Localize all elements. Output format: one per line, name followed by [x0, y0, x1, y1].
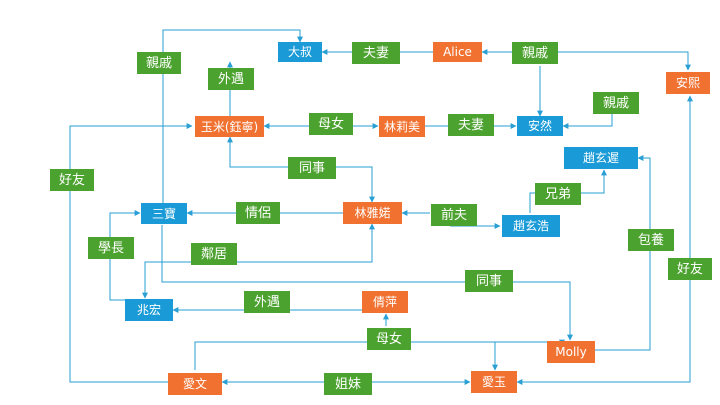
- node-zhaoxuanhao-label: 趙玄浩: [512, 219, 549, 233]
- relation-waiyu-bottom: 外遇: [244, 291, 290, 313]
- node-yumi: 玉米(鈺寧): [195, 116, 264, 137]
- relation-linju: 鄰居: [191, 243, 237, 265]
- relation-fuqi-mid: 夫妻: [448, 114, 494, 136]
- relation-waiyu-top-label: 外遇: [217, 71, 244, 87]
- node-anxi-label: 安熙: [675, 76, 700, 90]
- relation-xiongdi-label: 兄弟: [544, 186, 571, 202]
- relation-xiongdi: 兄弟: [535, 183, 581, 205]
- relation-xuezhang-label: 學長: [97, 240, 124, 256]
- node-linyanuo-label: 林雅婼: [354, 206, 391, 220]
- node-anxi: 安熙: [666, 72, 710, 94]
- node-qianping-label: 倩萍: [372, 295, 397, 309]
- relation-fuqi-mid-label: 夫妻: [457, 117, 484, 133]
- node-aiwen: 愛文: [168, 373, 222, 395]
- relation-tongshi-top: 同事: [288, 157, 336, 179]
- relation-munv-bottom-label: 母女: [375, 331, 402, 347]
- relation-waiyu-bottom-label: 外遇: [253, 294, 280, 310]
- edge-aiyu-anxi: [516, 95, 693, 385]
- relation-xuezhang: 學長: [88, 237, 134, 259]
- node-zhaohong: 兆宏: [125, 299, 173, 321]
- relation-tongshi-top-label: 同事: [298, 160, 325, 176]
- node-yumi-label: 玉米(鈺寧): [200, 119, 259, 134]
- relation-qianfu: 前夫: [431, 204, 477, 226]
- node-sanbao: 三寶: [141, 203, 187, 224]
- node-alice-label: Alice: [443, 45, 472, 59]
- node-linyanuo: 林雅婼: [343, 202, 402, 224]
- relation-qinqi-left-label: 親戚: [145, 55, 172, 71]
- relation-qinglv: 情侶: [236, 202, 280, 224]
- relation-linju-label: 鄰居: [200, 246, 227, 262]
- node-dashu-label: 大叔: [287, 45, 312, 59]
- node-qianping: 倩萍: [362, 291, 408, 313]
- relation-qinglv-label: 情侶: [244, 205, 271, 221]
- relation-qinqi-right-label: 親戚: [602, 95, 629, 111]
- node-sanbao-label: 三寶: [151, 206, 176, 221]
- edge-zhaohong-linyanuo: [142, 223, 375, 299]
- node-anran: 安然: [517, 116, 563, 136]
- relation-fuqi-top: 夫妻: [352, 42, 400, 64]
- relation-tongshi-bottom: 同事: [465, 270, 513, 292]
- relation-qinqi-right: 親戚: [593, 92, 639, 114]
- node-linlimei: 林莉美: [379, 116, 425, 137]
- node-zhaoxuanchi: 趙玄遲: [564, 147, 638, 169]
- relation-munv-bottom: 母女: [367, 328, 411, 350]
- node-aiyu-label: 愛玉: [481, 375, 506, 389]
- node-molly: Molly: [547, 341, 595, 363]
- relation-qianfu-label: 前夫: [440, 207, 467, 223]
- relation-haoyou-left: 好友: [50, 169, 94, 191]
- relation-haoyou-right-label: 好友: [676, 261, 703, 277]
- relation-qinqi-left: 親戚: [137, 52, 181, 74]
- relation-baoyang: 包養: [628, 229, 674, 251]
- edge-sanbao-dashu: [162, 29, 303, 205]
- relation-tongshi-bottom-label: 同事: [475, 273, 502, 289]
- relation-waiyu-top: 外遇: [208, 68, 254, 90]
- node-alice: Alice: [433, 42, 482, 62]
- node-zhaoxuanhao: 趙玄浩: [502, 215, 560, 237]
- relation-fuqi-top-label: 夫妻: [362, 45, 389, 61]
- node-molly-label: Molly: [555, 345, 587, 359]
- node-aiyu: 愛玉: [471, 371, 517, 393]
- node-zhaoxuanchi-label: 趙玄遲: [582, 151, 619, 165]
- node-anran-label: 安然: [527, 119, 552, 133]
- node-aiwen-label: 愛文: [182, 377, 207, 391]
- relation-munv-top-label: 母女: [317, 116, 344, 132]
- relation-qinqi-top: 親戚: [512, 42, 558, 64]
- relation-qinqi-top-label: 親戚: [521, 45, 548, 61]
- edge-aiwen-yumi: [69, 123, 193, 383]
- relation-jiemei: 姐妹: [324, 373, 372, 395]
- relation-munv-top: 母女: [309, 113, 353, 135]
- relation-haoyou-right: 好友: [668, 258, 712, 280]
- edge-molly-zhaochi: [595, 155, 651, 351]
- node-linlimei-label: 林莉美: [383, 119, 420, 134]
- node-dashu: 大叔: [278, 42, 322, 62]
- relation-baoyang-label: 包養: [637, 232, 664, 248]
- relation-jiemei-label: 姐妹: [334, 376, 361, 392]
- relation-haoyou-left-label: 好友: [58, 172, 85, 188]
- node-zhaohong-label: 兆宏: [136, 303, 161, 317]
